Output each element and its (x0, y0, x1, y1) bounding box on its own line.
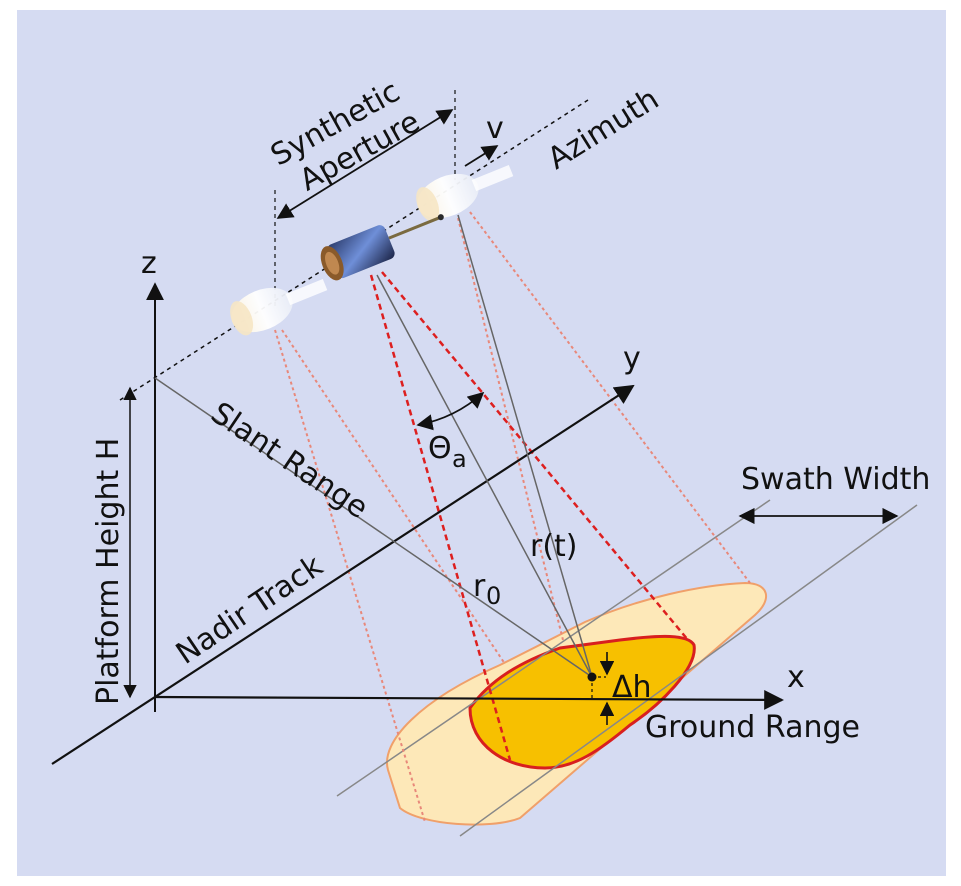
beam-left-ghost (274, 329, 506, 823)
velocity-arrow (464, 145, 499, 167)
velocity-label: v (486, 111, 504, 146)
r0-symbol: r (473, 569, 486, 604)
swath-boundary-right (459, 504, 918, 837)
theta-symbol: Θ (428, 431, 452, 466)
theta-a-label: Θ a (428, 431, 467, 473)
x-axis (154, 690, 784, 710)
slant-range-line (154, 377, 593, 678)
r0-subscript: 0 (486, 582, 501, 610)
delta-h-marker (587, 652, 615, 725)
synthetic-aperture-arrow (276, 109, 454, 219)
beam-center (369, 271, 689, 761)
rt-line (457, 214, 593, 678)
platform-height-label: Platform Height H (91, 438, 126, 705)
r0-line (376, 274, 593, 678)
y-axis-nadir-track (51, 384, 635, 765)
theta-subscript: a (452, 445, 467, 473)
r0-label: r 0 (473, 569, 501, 610)
swath-boundary-left (336, 499, 771, 797)
satellite-icon (320, 214, 444, 281)
swath-width-label: Swath Width (741, 462, 930, 497)
theta-arc (416, 391, 485, 431)
y-axis-label: y (623, 341, 641, 376)
sar-geometry-diagram: Synthetic Aperture v Azimuth z y x Platf… (17, 10, 946, 876)
satellite-ghost-icon (230, 278, 328, 336)
x-axis-label: x (787, 660, 805, 695)
ground-range-label: Ground Range (645, 710, 860, 745)
beam-right-ghost (457, 211, 751, 641)
rt-label: r(t) (530, 529, 578, 564)
z-axis-label: z (141, 246, 157, 281)
diagram-panel: Synthetic Aperture v Azimuth z y x Platf… (17, 10, 946, 876)
satellite-ghost-icon (416, 164, 514, 222)
delta-h-label: Δh (612, 670, 652, 705)
